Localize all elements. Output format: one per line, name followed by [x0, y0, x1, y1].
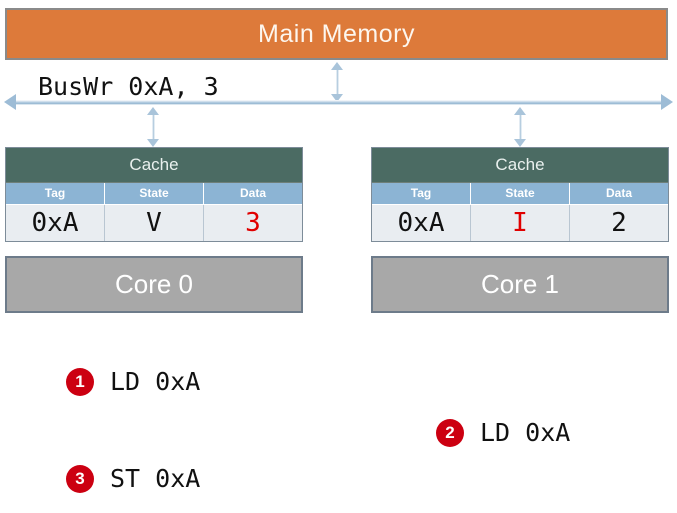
main-memory-block: Main Memory: [5, 8, 668, 60]
memory-bus-connector-arrow: [331, 62, 344, 102]
cache-block-0: Cache Tag State Data 0xA V 3: [5, 147, 303, 242]
instruction-1-text: LD 0xA: [110, 367, 201, 396]
cache-0-tag-value: 0xA: [6, 205, 105, 241]
instruction-item-2: 2 LD 0xA: [436, 418, 570, 447]
bus-arrow-right-icon: [661, 94, 673, 110]
cache-0-column-headers: Tag State Data: [6, 183, 302, 204]
connector-stem: [152, 113, 155, 141]
bus-cache0-connector-arrow: [147, 107, 160, 147]
cache-1-row: 0xA I 2: [372, 204, 668, 241]
cache-1-header-data: Data: [605, 186, 632, 200]
cache-1-header-state: State: [471, 183, 570, 204]
connector-stem: [336, 68, 339, 96]
cache-0-header-data: Data: [239, 186, 266, 200]
core-0-label: Core 0: [114, 269, 194, 299]
bus-cache1-connector-arrow: [514, 107, 527, 147]
instruction-3-text: ST 0xA: [110, 464, 201, 493]
cache-0-title: Cache: [6, 148, 302, 183]
system-bus-line: [14, 100, 662, 105]
cache-0-header-tag: Tag: [6, 183, 105, 204]
core-1-label: Core 1: [480, 269, 560, 299]
cache-1-state-value: I: [471, 205, 570, 241]
cache-0-state-value: V: [105, 205, 204, 241]
arrow-head-down: [147, 139, 159, 147]
instruction-item-1: 1 LD 0xA: [66, 367, 200, 396]
connector-stem: [519, 113, 522, 141]
cache-0-row: 0xA V 3: [6, 204, 302, 241]
instruction-1-badge: 1: [66, 367, 94, 396]
instruction-item-3: 3 ST 0xA: [66, 464, 200, 493]
arrow-head-up: [147, 107, 159, 115]
cache-block-1: Cache Tag State Data 0xA I 2: [371, 147, 669, 242]
instruction-2-text: LD 0xA: [480, 418, 571, 447]
core-block-1: Core 1: [371, 256, 669, 313]
bus-transaction-label: BusWr 0xA, 3: [38, 72, 219, 101]
cache-0-data-value: 3: [245, 208, 261, 238]
arrow-head-down: [514, 139, 526, 147]
cache-1-title: Cache: [372, 148, 668, 183]
cache-1-column-headers: Tag State Data: [372, 183, 668, 204]
cache-1-tag-value: 0xA: [372, 205, 471, 241]
cache-0-header-state: State: [105, 183, 204, 204]
bus-arrow-left-icon: [4, 94, 16, 110]
core-block-0: Core 0: [5, 256, 303, 313]
cache-1-header-tag: Tag: [372, 183, 471, 204]
main-memory-label: Main Memory: [258, 19, 415, 48]
cache-1-data-value: 2: [611, 208, 627, 238]
arrow-head-down: [331, 94, 343, 102]
instruction-2-badge: 2: [436, 418, 464, 447]
arrow-head-up: [331, 62, 343, 70]
arrow-head-up: [514, 107, 526, 115]
instruction-3-badge: 3: [66, 464, 94, 493]
